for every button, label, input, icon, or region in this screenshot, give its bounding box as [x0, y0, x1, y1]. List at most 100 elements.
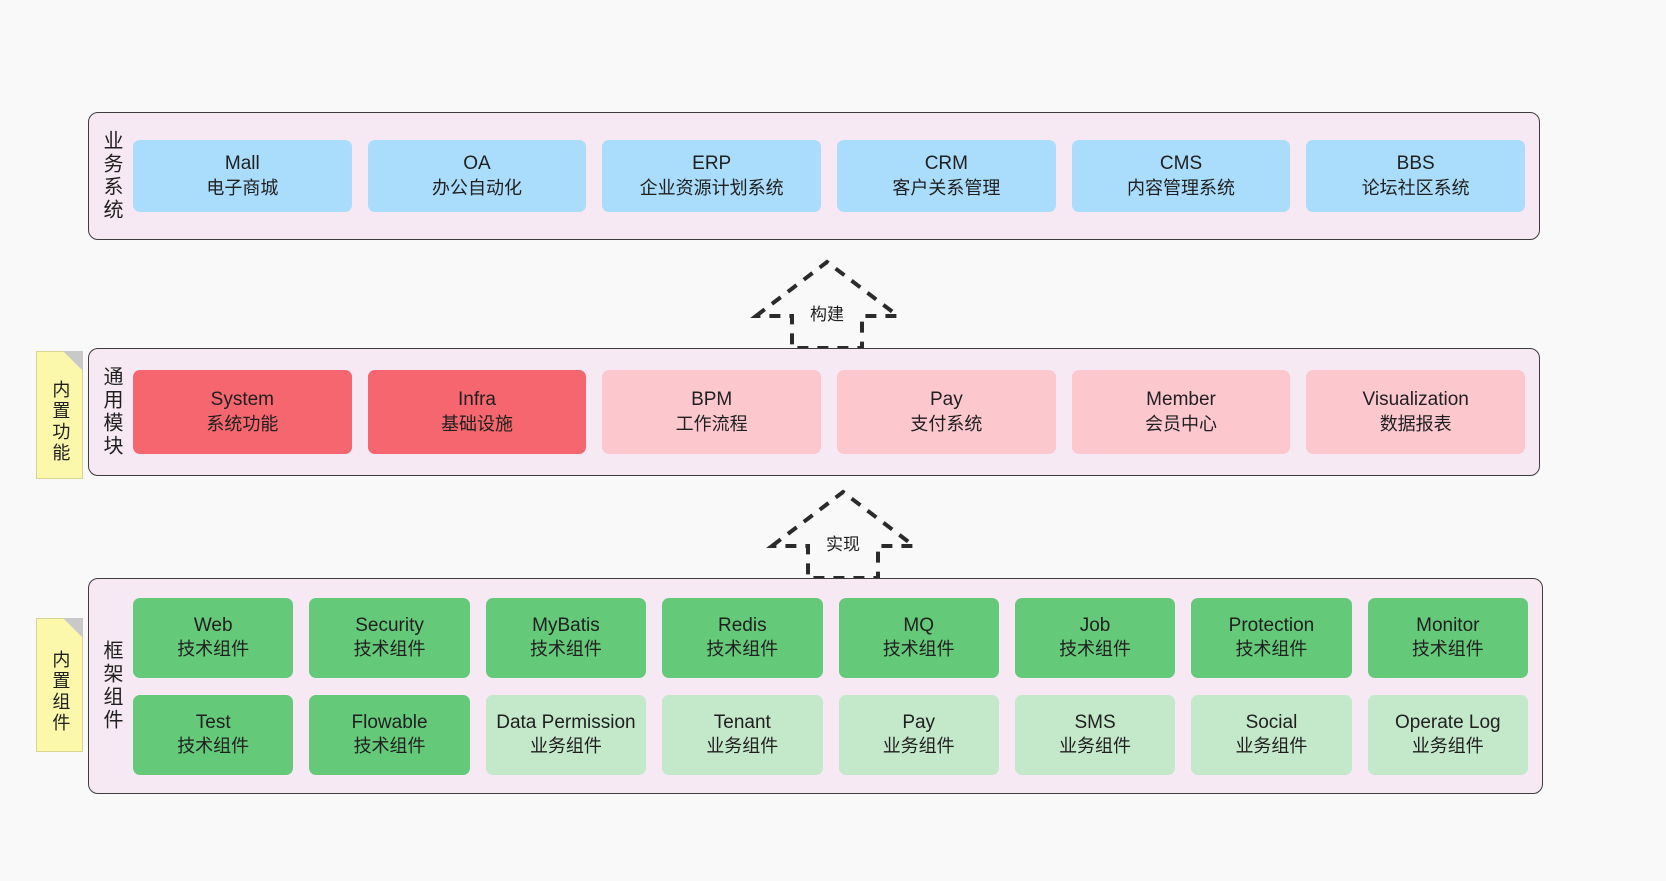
module-name-en: Social [1245, 711, 1298, 733]
business-row: Mall 电子商城 OA 办公自动化 ERP 企业资源计划系统 CRM 客户关系… [133, 140, 1526, 212]
module-name-cn: 支付系统 [910, 413, 983, 434]
module-name-en: Tenant [713, 711, 771, 733]
module-card-flowable[interactable]: Flowable 技术组件 [309, 694, 470, 775]
module-card-redis[interactable]: Redis 技术组件 [662, 597, 823, 678]
module-name-cn: 技术组件 [529, 639, 602, 660]
module-card-cms[interactable]: CMS 内容管理系统 [1071, 140, 1291, 212]
module-name-en: System [210, 389, 275, 411]
note-builtin-function: 内置功能 [36, 351, 83, 479]
module-name-en: Operate Log [1394, 711, 1501, 733]
module-name-en: Redis [718, 614, 767, 636]
module-card-data-permission[interactable]: Data Permission 业务组件 [485, 694, 647, 775]
module-name-cn: 业务组件 [1235, 736, 1308, 757]
module-name-en: Member [1146, 389, 1216, 411]
framework-row-business: Test 技术组件 Flowable 技术组件 Data Permission … [133, 694, 1528, 775]
layer-body-framework: Web 技术组件 Security 技术组件 MyBatis 技术组件 Redi… [133, 579, 1542, 793]
note-builtin-component-label: 内置组件 [50, 650, 71, 734]
layer-framework-component: 框架组件 Web 技术组件 Security 技术组件 MyBatis 技术组件… [88, 578, 1543, 794]
layer-business-system: 业务系统 Mall 电子商城 OA 办公自动化 ERP 企业资源计划系统 CRM… [88, 112, 1540, 240]
module-name-cn: 数据报表 [1379, 413, 1452, 434]
module-card-sms[interactable]: SMS 业务组件 [1014, 694, 1176, 775]
layer-title-framework: 框架组件 [100, 640, 122, 732]
module-name-en: ERP [692, 153, 732, 175]
module-card-web[interactable]: Web 技术组件 [133, 597, 294, 678]
module-card-oa[interactable]: OA 办公自动化 [367, 140, 587, 212]
module-name-cn: 技术组件 [1411, 639, 1484, 660]
module-name-en: Test [195, 711, 231, 733]
module-card-bpm[interactable]: BPM 工作流程 [602, 370, 822, 454]
module-name-cn: 技术组件 [1059, 639, 1132, 660]
module-name-cn: 技术组件 [177, 736, 250, 757]
common-row: System 系统功能 Infra 基础设施 BPM 工作流程 Pay 支付系统… [133, 370, 1526, 454]
module-card-mall[interactable]: Mall 电子商城 [133, 140, 352, 212]
module-card-protection[interactable]: Protection 技术组件 [1191, 597, 1352, 678]
module-card-mybatis[interactable]: MyBatis 技术组件 [485, 597, 647, 678]
module-card-mq[interactable]: MQ 技术组件 [838, 597, 999, 678]
module-name-en: Pay [929, 389, 963, 411]
module-card-security[interactable]: Security 技术组件 [309, 597, 470, 678]
module-name-en: Flowable [351, 711, 428, 733]
module-name-cn: 技术组件 [1235, 639, 1308, 660]
layer-title-business: 业务系统 [100, 130, 122, 222]
module-card-job[interactable]: Job 技术组件 [1014, 597, 1176, 678]
module-name-cn: 业务组件 [529, 736, 602, 757]
module-name-cn: 企业资源计划系统 [639, 177, 784, 198]
module-name-en: CRM [924, 153, 968, 175]
module-card-crm[interactable]: CRM 客户关系管理 [837, 140, 1056, 212]
framework-row-technical: Web 技术组件 Security 技术组件 MyBatis 技术组件 Redi… [133, 597, 1528, 678]
module-name-en: Monitor [1416, 614, 1480, 636]
module-card-monitor[interactable]: Monitor 技术组件 [1367, 597, 1528, 678]
module-name-cn: 系统功能 [206, 413, 279, 434]
module-card-infra[interactable]: Infra 基础设施 [367, 370, 587, 454]
module-name-en: BPM [691, 389, 733, 411]
module-card-social[interactable]: Social 业务组件 [1191, 694, 1352, 775]
module-name-cn: 业务组件 [882, 736, 955, 757]
module-name-cn: 电子商城 [206, 177, 279, 198]
module-card-visualization[interactable]: Visualization 数据报表 [1306, 370, 1526, 454]
module-card-operate-log[interactable]: Operate Log 业务组件 [1367, 694, 1528, 775]
module-name-en: Web [193, 614, 233, 636]
module-name-cn: 技术组件 [177, 639, 250, 660]
layer-title-common: 通用模块 [100, 366, 122, 458]
note-builtin-function-label: 内置功能 [50, 380, 71, 464]
module-name-cn: 工作流程 [675, 413, 748, 434]
module-card-pay-business[interactable]: Pay 业务组件 [838, 694, 999, 775]
layer-body-business: Mall 电子商城 OA 办公自动化 ERP 企业资源计划系统 CRM 客户关系… [133, 113, 1539, 239]
module-name-en: Data Permission [496, 711, 636, 733]
module-name-cn: 会员中心 [1145, 413, 1218, 434]
module-name-cn: 基础设施 [441, 413, 513, 434]
module-name-cn: 办公自动化 [432, 177, 522, 198]
module-name-cn: 技术组件 [353, 736, 426, 757]
module-name-en: MyBatis [532, 614, 600, 636]
module-name-cn: 客户关系管理 [892, 177, 1001, 198]
module-name-cn: 内容管理系统 [1127, 177, 1236, 198]
note-builtin-component: 内置组件 [36, 618, 83, 752]
module-name-cn: 业务组件 [1059, 736, 1132, 757]
connector-build-arrow: 构建 [750, 258, 904, 350]
module-name-cn: 业务组件 [1411, 736, 1484, 757]
module-name-en: OA [463, 153, 491, 175]
module-name-en: Security [355, 614, 424, 636]
module-name-en: Visualization [1362, 389, 1469, 411]
module-name-en: BBS [1396, 153, 1435, 175]
module-card-member[interactable]: Member 会员中心 [1071, 370, 1291, 454]
module-name-cn: 技术组件 [706, 639, 779, 660]
module-name-en: Infra [457, 389, 497, 411]
module-name-en: Mall [224, 153, 260, 175]
module-card-system[interactable]: System 系统功能 [133, 370, 352, 454]
module-name-en: Protection [1228, 614, 1315, 636]
layer-common-module: 通用模块 System 系统功能 Infra 基础设施 BPM 工作流程 Pay… [88, 348, 1540, 476]
module-name-cn: 技术组件 [353, 639, 426, 660]
layer-body-common: System 系统功能 Infra 基础设施 BPM 工作流程 Pay 支付系统… [133, 349, 1539, 475]
module-name-en: SMS [1074, 711, 1116, 733]
module-card-erp[interactable]: ERP 企业资源计划系统 [602, 140, 822, 212]
module-name-en: CMS [1159, 153, 1203, 175]
module-name-en: Pay [902, 711, 936, 733]
module-name-cn: 论坛社区系统 [1361, 177, 1470, 198]
module-card-test[interactable]: Test 技术组件 [133, 694, 294, 775]
module-name-cn: 技术组件 [882, 639, 955, 660]
module-card-pay[interactable]: Pay 支付系统 [837, 370, 1056, 454]
module-card-tenant[interactable]: Tenant 业务组件 [662, 694, 823, 775]
module-card-bbs[interactable]: BBS 论坛社区系统 [1306, 140, 1526, 212]
